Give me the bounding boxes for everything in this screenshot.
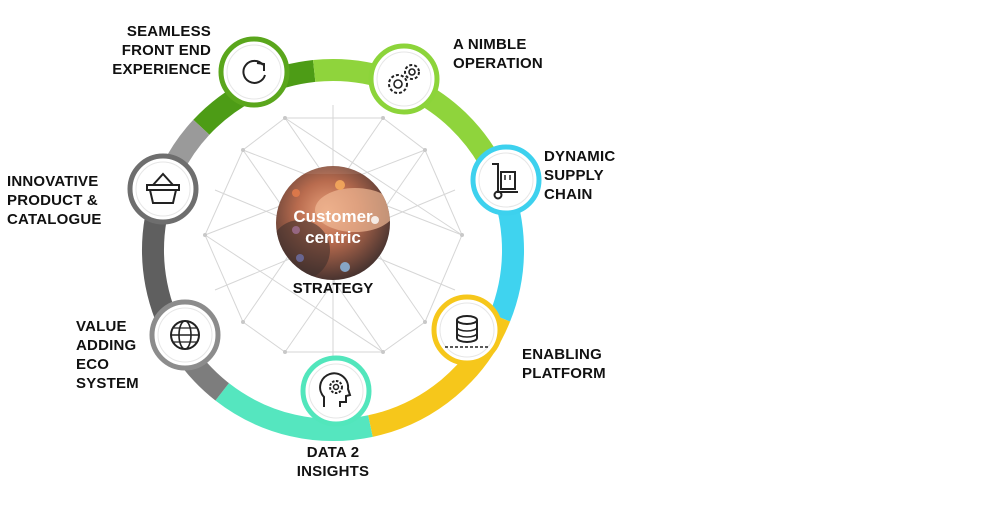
label-platform-line: PLATFORM	[522, 365, 606, 382]
globe-icon	[170, 320, 200, 350]
label-supply-line: SUPPLY	[544, 167, 604, 184]
label-insights-line: INSIGHTS	[296, 463, 370, 480]
label-eco-line: ADDING	[76, 337, 137, 354]
center-title-line1: Customer	[293, 207, 373, 226]
label-eco-line: SYSTEM	[76, 375, 139, 392]
label-platform-line: ENABLING	[522, 346, 602, 363]
label-eco-line: VALUE	[76, 318, 127, 335]
center-subtitle: STRATEGY	[292, 280, 374, 297]
node-eco	[149, 299, 221, 371]
node-inner-ring-product	[135, 161, 191, 217]
node-front-end	[218, 36, 290, 108]
basket-icon	[146, 172, 180, 204]
node-supply	[470, 144, 542, 216]
label-product-line: PRODUCT &	[7, 192, 98, 209]
label-eco: VALUE ADDING ECO SYSTEM	[76, 317, 176, 393]
gears-icon	[388, 64, 420, 94]
center-title-line2: centric	[305, 228, 361, 247]
node-operation	[368, 43, 440, 115]
label-supply-line: CHAIN	[544, 186, 593, 203]
label-operation-line: OPERATION	[453, 55, 543, 72]
node-product	[127, 153, 199, 225]
node-inner-ring-operation	[376, 51, 432, 107]
node-inner-ring-supply	[478, 152, 534, 208]
label-supply-line: DYNAMIC	[544, 148, 616, 165]
node-inner-ring-insights	[308, 363, 364, 419]
refresh-icon	[242, 59, 266, 84]
center-title: Customer centric	[273, 206, 393, 248]
label-operation-line: A NIMBLE	[453, 36, 527, 53]
label-operation: A NIMBLE OPERATION	[453, 35, 583, 73]
ring-segment-teal	[215, 383, 373, 441]
label-supply: DYNAMIC SUPPLY CHAIN	[544, 147, 654, 204]
node-circle-insights	[300, 355, 372, 427]
node-platform	[431, 294, 503, 366]
node-circle-front-end	[218, 36, 290, 108]
database-icon	[445, 315, 489, 348]
node-inner-ring-eco	[157, 307, 213, 363]
head-gear-icon	[319, 372, 352, 407]
label-product-line: INNOVATIVE	[7, 173, 99, 190]
label-front-end-line: EXPERIENCE	[112, 61, 211, 78]
floating-app-icons	[292, 180, 379, 272]
node-circle-supply	[470, 144, 542, 216]
label-front-end: SEAMLESS FRONT END EXPERIENCE	[96, 22, 211, 79]
label-front-end-line: SEAMLESS	[126, 23, 211, 40]
hand-truck-icon	[492, 163, 518, 200]
label-front-end-line: FRONT END	[121, 42, 211, 59]
label-product-line: CATALOGUE	[7, 211, 102, 228]
node-inner-ring-front-end	[226, 44, 282, 100]
label-eco-line: ECO	[76, 356, 110, 373]
node-inner-ring-platform	[439, 302, 495, 358]
label-insights-line: DATA 2	[306, 444, 360, 461]
node-circles	[127, 36, 542, 427]
network-nodes	[203, 116, 464, 354]
node-circle-platform	[431, 294, 503, 366]
node-circle-operation	[368, 43, 440, 115]
label-platform: ENABLING PLATFORM	[522, 345, 632, 383]
node-insights	[300, 355, 372, 427]
label-insights: DATA 2 INSIGHTS	[283, 443, 383, 481]
label-product: INNOVATIVE PRODUCT & CATALOGUE	[7, 172, 117, 229]
